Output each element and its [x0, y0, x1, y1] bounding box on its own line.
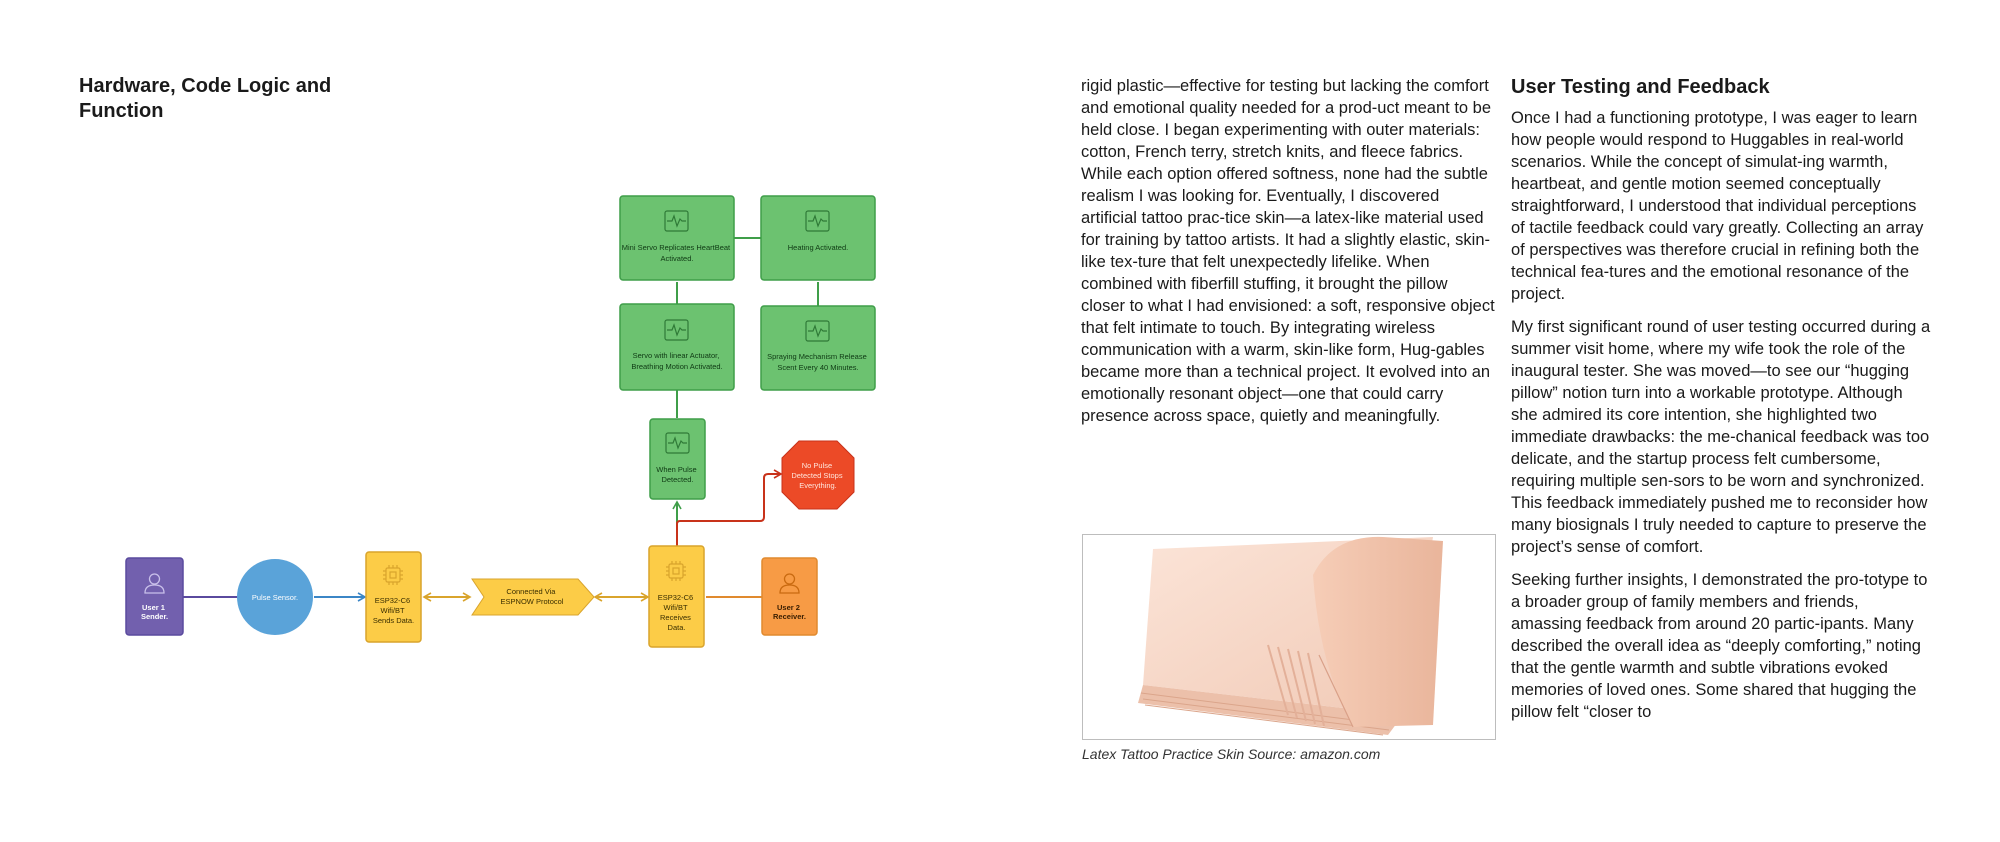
pulse-detected-label-line: When Pulse: [656, 465, 696, 474]
spraying-label-line: Scent Every 40 Minutes.: [777, 363, 858, 372]
system-flow-diagram: User 1 Sender. Pulse Sensor. ESP32-C6 Wi…: [125, 195, 876, 648]
pulse-wave-icon: [665, 432, 690, 454]
figure-latex-skin: [1082, 534, 1496, 740]
no-pulse-label-line: Everything.: [799, 481, 837, 490]
paragraph: rigid plastic—effective for testing but …: [1081, 77, 1495, 425]
node-esp32-sender: ESP32-C6 Wifi/BT Sends Data.: [365, 551, 422, 643]
esp-receiver-label-line: Wifi/BT: [663, 603, 688, 612]
pulse-wave-icon: [664, 319, 689, 341]
servo-linear-label-line: Servo with linear Actuator,: [633, 351, 720, 360]
arrow-esp-no-pulse: [676, 469, 783, 546]
pulse-sensor-label: Pulse Sensor.: [252, 593, 298, 602]
pulse-detected-label-line: Detected.: [661, 475, 693, 484]
svg-text:Servo with linear Actuator,: Servo with linear Actuator, Breathing Mo…: [631, 351, 722, 371]
user2-label-line: User 2: [777, 603, 800, 612]
node-pulse-sensor: Pulse Sensor.: [237, 559, 313, 635]
person-icon: [144, 573, 165, 594]
no-pulse-label-line: Detected Stops: [791, 471, 843, 480]
section-heading-user-testing: User Testing and Feedback: [1511, 76, 1770, 98]
user1-label-line: Sender.: [141, 612, 168, 621]
paragraph: My first significant round of user testi…: [1511, 318, 1931, 556]
node-espnow-protocol: Connected Via ESPNOW Protocol: [471, 578, 595, 616]
paragraph: Seeking further insights, I demonstrated…: [1511, 571, 1928, 721]
section-heading-hardware: Hardware, Code Logic and Function: [79, 75, 332, 122]
svg-text:ESP32-C6 Wifi/BT R: ESP32-C6 Wifi/BT Receives Data.: [658, 593, 696, 632]
latex-skin-photo: [1138, 536, 1443, 736]
pulse-wave-icon: [664, 210, 689, 232]
body-column-right: User Testing and Feedback Once I had a f…: [1511, 75, 1931, 755]
heating-label: Heating Activated.: [788, 243, 848, 252]
node-spraying-mechanism: Spraying Mechanism Release Scent Every 4…: [760, 305, 876, 391]
servo-linear-label-line: Breathing Motion Activated.: [631, 362, 722, 371]
espnow-label-line: Connected Via: [506, 587, 556, 596]
no-pulse-label-line: No Pulse: [802, 461, 832, 470]
user1-label-line: User 1: [142, 603, 165, 612]
svg-text:User 2 Receiver.: User 2 Receiver.: [773, 603, 806, 621]
pulse-wave-icon: [805, 210, 830, 232]
svg-text:Mini Servo Replicates HeartBea: Mini Servo Replicates HeartBeat Activate…: [622, 243, 732, 263]
svg-text:ESP32-C6 Wifi/BT S: ESP32-C6 Wifi/BT Sends Data.: [373, 596, 414, 625]
mini-servo-label-line: Mini Servo Replicates HeartBeat: [622, 243, 731, 252]
body-column-middle: rigid plastic—effective for testing but …: [1081, 75, 1496, 438]
svg-text:When Pulse Detected.: When Pulse Detected.: [656, 465, 699, 484]
esp-sender-label-line: Sends Data.: [373, 616, 414, 625]
node-user2-receiver: User 2 Receiver.: [761, 557, 818, 636]
esp-receiver-label-line: Data.: [668, 623, 686, 632]
chip-icon: [666, 561, 686, 581]
person-icon: [779, 573, 800, 594]
figure-caption: Latex Tattoo Practice Skin Source: amazo…: [1082, 746, 1381, 762]
user2-label-line: Receiver.: [773, 612, 806, 621]
paragraph: Once I had a functioning prototype, I wa…: [1511, 109, 1924, 303]
esp-receiver-label-line: Receives: [660, 613, 691, 622]
node-pulse-detected: When Pulse Detected.: [649, 418, 706, 500]
node-heating: Heating Activated.: [760, 195, 876, 281]
esp-sender-label-line: Wifi/BT: [380, 606, 405, 615]
node-esp32-receiver: ESP32-C6 Wifi/BT Receives Data.: [648, 545, 705, 648]
svg-text:Spraying Mechanism Release: Spraying Mechanism Release Scent Every 4…: [767, 352, 869, 372]
node-mini-servo-heartbeat: Mini Servo Replicates HeartBeat Activate…: [619, 195, 735, 281]
spraying-label-line: Spraying Mechanism Release: [767, 352, 867, 361]
mini-servo-label-line: Activated.: [661, 254, 694, 263]
node-user1-sender: User 1 Sender.: [125, 557, 184, 636]
esp-receiver-label-line: ESP32-C6: [658, 593, 693, 602]
node-servo-linear-actuator: Servo with linear Actuator, Breathing Mo…: [619, 303, 735, 391]
pulse-wave-icon: [805, 320, 830, 342]
svg-text:Connected Via ESPNOW Pro: Connected Via ESPNOW Protocol: [501, 587, 564, 606]
espnow-label-line: ESPNOW Protocol: [501, 597, 564, 606]
node-no-pulse-stop: No Pulse Detected Stops Everything.: [781, 440, 855, 510]
esp-sender-label-line: ESP32-C6: [375, 596, 410, 605]
svg-text:User 1 Sender.: User 1 Sender.: [141, 603, 168, 621]
svg-text:No Pulse Detected Stops: No Pulse Detected Stops Everything.: [791, 461, 844, 490]
chip-icon: [383, 565, 403, 585]
